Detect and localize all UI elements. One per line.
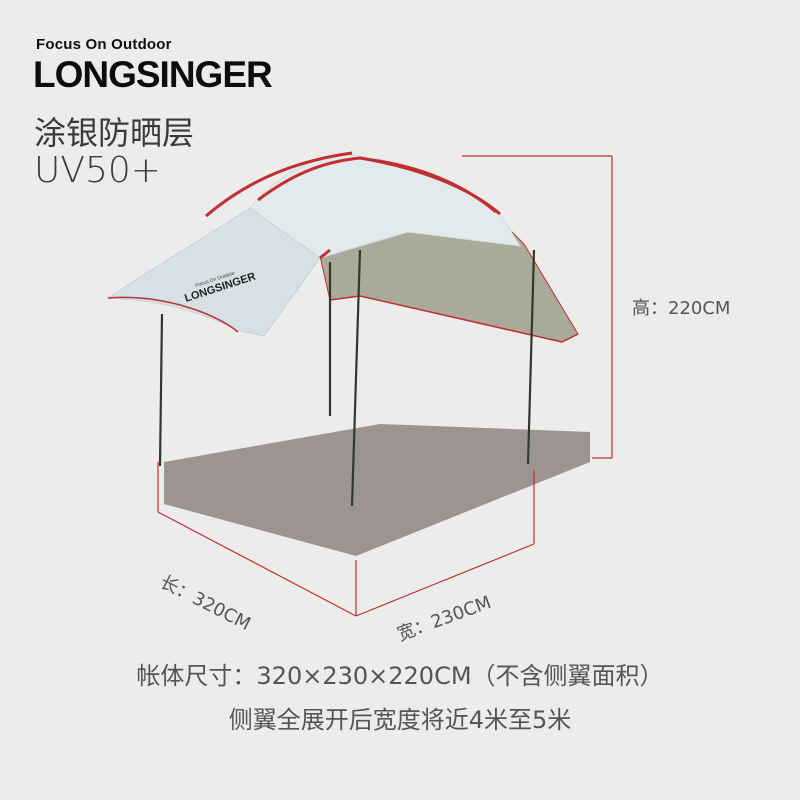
height-dimension-lines xyxy=(462,155,613,459)
tent-poles xyxy=(158,249,536,507)
brand-tagline: Focus On Outdoor xyxy=(36,36,172,53)
coating-headline: 涂银防晒层 xyxy=(34,114,195,152)
wing-width-spec: 侧翼全展开后宽度将近4米至5米 xyxy=(228,706,572,734)
uv-rating: UV50+ xyxy=(34,150,161,191)
height-label: 高：220CM xyxy=(632,298,731,319)
tent-size-spec: 帐体尺寸：320×230×220CM（不含侧翼面积） xyxy=(136,662,664,690)
tent-frame-piping xyxy=(107,151,501,333)
ground-shadow xyxy=(164,424,590,556)
ground-dimension-lines xyxy=(157,462,535,617)
brand-logo: LONGSINGER xyxy=(33,54,273,95)
rear-wing-edge xyxy=(329,295,579,343)
